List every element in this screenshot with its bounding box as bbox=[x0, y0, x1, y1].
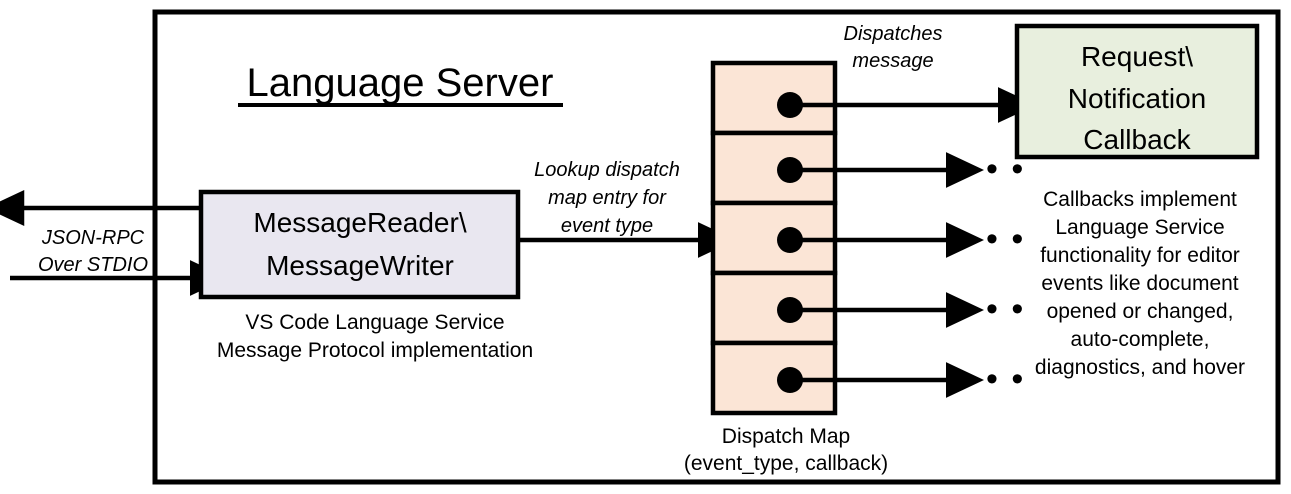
callback-description-line: Callbacks implement bbox=[1043, 188, 1237, 211]
message-reader-writer-box[interactable] bbox=[198, 189, 521, 300]
ellipsis-row5: • • • bbox=[961, 360, 1026, 398]
dispatch-map-caption-line2: (event_type, callback) bbox=[684, 452, 888, 475]
message-box-line2: MessageWriter bbox=[266, 250, 454, 281]
page-title: Language Server bbox=[247, 61, 554, 105]
message-box-line1: MessageReader\ bbox=[253, 207, 466, 238]
channel-label-line1: JSON-RPC bbox=[41, 227, 145, 249]
dispatch-map-caption-line1: Dispatch Map bbox=[722, 425, 850, 448]
callback-description-line: auto-complete, bbox=[1071, 328, 1210, 351]
callback-description-line: functionality for editor bbox=[1040, 244, 1240, 267]
ellipsis-row2: • • • bbox=[961, 150, 1026, 188]
request-notification-callback-box[interactable] bbox=[1014, 23, 1260, 160]
message-box-caption-line2: Message Protocol implementation bbox=[217, 339, 533, 362]
callback-description-line: Language Service bbox=[1055, 216, 1224, 239]
message-box-caption-line1: VS Code Language Service bbox=[245, 311, 504, 334]
dispatch-label-line2: message bbox=[852, 50, 933, 72]
ellipsis-row4: • • • bbox=[961, 290, 1026, 328]
callback-box-line3: Callback bbox=[1083, 124, 1191, 155]
callback-box-line2: Notification bbox=[1068, 83, 1207, 114]
callback-description-line: events like document bbox=[1041, 272, 1238, 295]
lookup-label-line2: map entry for bbox=[548, 187, 667, 209]
dispatch-label-line1: Dispatches bbox=[844, 23, 943, 45]
channel-label-line2: Over STDIO bbox=[38, 254, 148, 276]
callback-description-line: diagnostics, and hover bbox=[1035, 356, 1245, 379]
callback-description-line: opened or changed, bbox=[1047, 300, 1234, 323]
callback-box-line1: Request\ bbox=[1081, 41, 1193, 72]
ellipsis-row3: • • • bbox=[961, 220, 1026, 258]
lookup-label-line3: event type bbox=[561, 215, 653, 237]
lookup-label-line1: Lookup dispatch bbox=[534, 159, 680, 181]
dispatch-map[interactable] bbox=[710, 60, 838, 416]
dispatch-map-row[interactable] bbox=[710, 60, 838, 136]
